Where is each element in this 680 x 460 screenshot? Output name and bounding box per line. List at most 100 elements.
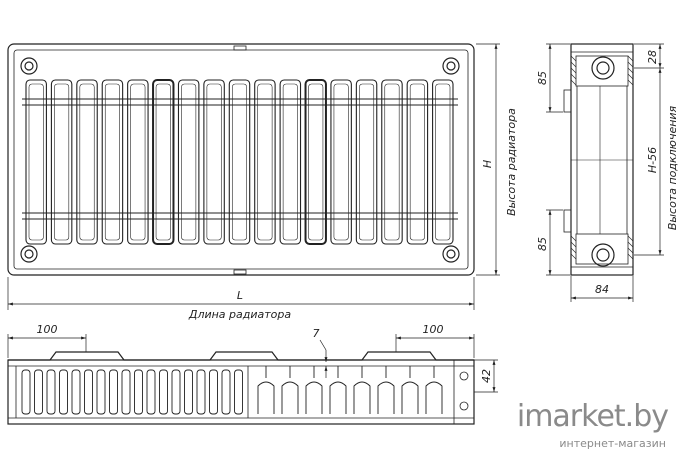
plan-fin [21, 369, 31, 415]
plan-fin [46, 369, 56, 415]
watermark-subtitle: интернет-магазин [559, 437, 666, 450]
dimension-left-offset [7, 334, 87, 358]
fin-inner [28, 83, 44, 241]
plan-fin-wide [425, 381, 443, 414]
plan-fin-wide [353, 381, 371, 414]
bottom-bracket [233, 269, 247, 275]
fin-inner [130, 83, 146, 241]
dimension-height [476, 43, 500, 276]
fin-inner [104, 83, 120, 241]
fin-inner [54, 83, 70, 241]
plan-fin [134, 369, 143, 415]
plan-fin [234, 369, 243, 415]
fin [152, 79, 175, 245]
dimension-bottom-margin [546, 209, 570, 276]
corner-fitting-top-right [442, 57, 460, 75]
plan-fins-right [257, 366, 443, 414]
plan-fin [221, 369, 231, 415]
plan-fin [59, 369, 68, 415]
top-bracket [233, 45, 247, 51]
plan-body [7, 359, 475, 425]
collector-bars [22, 98, 458, 220]
dimension-top-margin [546, 43, 570, 113]
fin-inner [206, 83, 222, 241]
fin-inner [282, 83, 298, 241]
fin [254, 79, 276, 245]
connection-height-label: Высота подключения [666, 105, 679, 230]
fin [177, 79, 200, 245]
plan-fin [196, 369, 206, 415]
dimension-plan-height-label: 42 [480, 369, 493, 383]
dimension-length-label: L [237, 289, 243, 302]
plan-fin-wide [281, 381, 299, 414]
plan-fin-wide [305, 381, 323, 414]
dimension-left-offset-label: 100 [37, 323, 58, 336]
plan-fin [96, 369, 106, 415]
radiator-length-label: Длина радиатора [188, 308, 292, 321]
dimension-right-offset-label: 100 [423, 323, 444, 336]
dimension-gap [319, 339, 328, 378]
plan-fin [146, 369, 156, 415]
fin [25, 79, 47, 245]
fin [355, 79, 378, 245]
plan-top-outline [8, 351, 474, 361]
fin [76, 79, 98, 245]
dimension-gap-label: 7 [313, 327, 320, 340]
radiator-fins [25, 79, 454, 245]
watermark-brand: imarket.by [517, 399, 668, 434]
fin-inner [435, 83, 451, 241]
dimension-depth-label: 84 [595, 283, 609, 296]
radiator-height-label: Высота радиатора [505, 108, 518, 216]
fin [330, 79, 352, 245]
wall-bracket-top [563, 89, 572, 113]
dimension-depth [570, 276, 634, 302]
fin [432, 79, 454, 245]
fin [101, 79, 124, 245]
dimension-height-label: H [481, 160, 494, 168]
plan-fin [109, 369, 118, 415]
corner-fitting-bottom-right [442, 245, 460, 263]
fin-inner [384, 83, 400, 241]
plan-fin [84, 369, 93, 415]
fin [279, 79, 302, 245]
fin [50, 79, 73, 245]
plan-view [7, 351, 475, 425]
wall-bracket-bottom [563, 209, 572, 233]
side-view [563, 43, 634, 276]
front-view [7, 43, 475, 276]
fin [228, 79, 251, 245]
fin [203, 79, 225, 245]
fin-inner [181, 83, 197, 241]
dimension-connection-height [634, 68, 664, 256]
fin-inner [359, 83, 375, 241]
plan-fin [209, 369, 218, 415]
fin-inner [257, 83, 273, 241]
plan-fin-wide [377, 381, 395, 414]
dimension-bottom-margin-label: 85 [536, 237, 549, 251]
dimension-connection-height-value: H-56 [646, 147, 659, 173]
bottom-connection-port [591, 243, 615, 267]
plan-fin [184, 369, 193, 415]
dimension-length [7, 277, 475, 310]
fin [304, 79, 327, 245]
fin [406, 79, 429, 245]
plan-fin [71, 369, 81, 415]
dimension-right-offset [395, 334, 475, 358]
fin [381, 79, 403, 245]
dimension-plan-height [474, 359, 498, 393]
fin-inner [231, 83, 248, 241]
plan-fin [159, 369, 168, 415]
side-top-collector [575, 55, 629, 87]
fin-inner [409, 83, 425, 241]
plan-end-cap [459, 371, 469, 411]
top-connection-port [591, 56, 615, 80]
fin-inner [308, 83, 324, 241]
fin-inner [333, 83, 349, 241]
plan-fin-wide [401, 381, 419, 414]
plan-fins-left [21, 369, 243, 415]
plan-fin [121, 369, 131, 415]
dimension-top-offset-label: 28 [646, 50, 659, 64]
plan-fin-wide [329, 381, 347, 414]
